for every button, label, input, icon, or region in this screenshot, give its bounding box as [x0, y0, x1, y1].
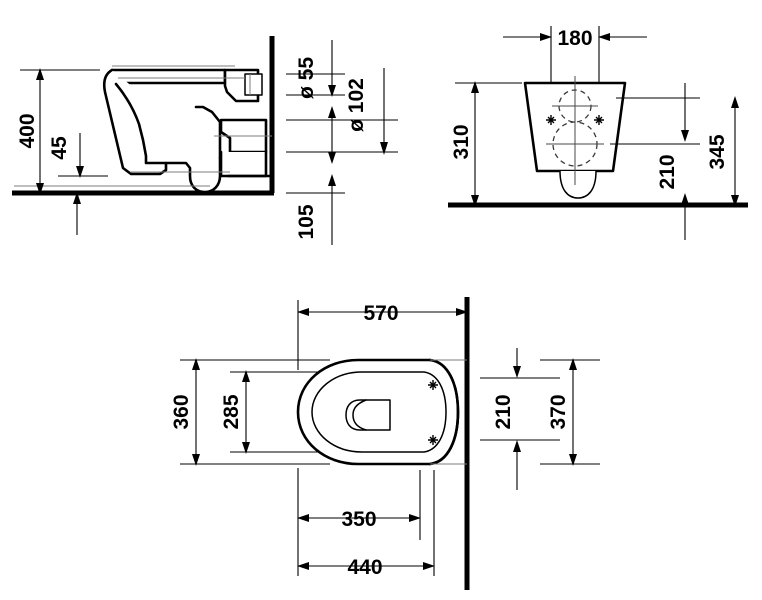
dimension-front-210: 210: [610, 83, 700, 240]
arrow-370-down: [569, 454, 577, 466]
dimension-side-45: 45: [48, 133, 108, 178]
view-side-elevation: 400 45 ø 55 ø 102: [12, 36, 398, 245]
dimension-front-345: 345: [706, 96, 739, 207]
dim-label-front-210: 210: [656, 154, 679, 189]
dimension-front-310: 310: [450, 81, 522, 207]
arrow-210-down: [681, 130, 689, 142]
arrow-400-up: [36, 68, 44, 80]
plan-bowl-wall-arc: [428, 358, 460, 466]
plan-flush-curve: [352, 399, 367, 431]
arrow-180-left: [540, 33, 552, 41]
arrow-345-up: [731, 96, 739, 108]
view-front-elevation: 180 310 210 345: [448, 26, 748, 240]
view-plan: 570 360 285 210: [170, 297, 600, 590]
dim-label-plan-210: 210: [492, 394, 515, 429]
side-trap-upper: [194, 105, 222, 160]
arrow-350-left: [297, 514, 309, 522]
side-seat-slab: [110, 68, 227, 85]
plan-flush-opening: [345, 399, 391, 431]
dim-label-side-400: 400: [16, 113, 39, 148]
dimension-plan-440: 440: [297, 470, 435, 579]
arrow-360-up: [192, 358, 200, 370]
side-toilet-outline: [14, 65, 274, 194]
dimension-plan-350: 350: [297, 468, 421, 540]
dim-label-side-d55: ø 55: [295, 57, 318, 99]
dim-label-plan-570: 570: [363, 302, 398, 325]
dimension-side-400: 400: [16, 68, 100, 195]
dim-label-front-345: 345: [706, 134, 729, 169]
dim-label-side-105: 105: [295, 204, 318, 239]
arrow-outlet-up: [328, 106, 336, 118]
front-fixing-mark-left: [546, 115, 556, 125]
arrow-180-right: [598, 33, 610, 41]
front-inlet-hole: [552, 89, 598, 123]
cross-icon-right-diag: [595, 116, 603, 124]
front-outlet-nub: [559, 170, 597, 199]
arrow-570-right: [456, 308, 468, 316]
cross-icon-plan-bottom-diag: [429, 436, 437, 444]
side-floor-marker: [73, 192, 81, 235]
dimension-plan-360: 360: [170, 358, 330, 466]
dimension-plan-570: 570: [297, 300, 468, 370]
arrow-310-up: [471, 81, 479, 93]
plan-fixing-mark-top: [428, 380, 438, 390]
arrow-floor-marker: [73, 192, 81, 204]
arrow-285-up: [242, 370, 250, 382]
dimension-plan-285: 285: [220, 370, 320, 454]
arrow-d55: [328, 85, 336, 97]
dim-label-plan-370: 370: [547, 394, 570, 429]
front-fixing-mark-right: [594, 115, 604, 125]
dimension-plan-210: 210: [480, 348, 560, 490]
cross-icon-left-diag: [547, 116, 555, 124]
arrow-345-down: [731, 195, 739, 207]
side-bowl-outer: [102, 68, 222, 194]
cross-icon-plan-top-diag: [429, 381, 437, 389]
arrow-210p-up: [513, 440, 521, 452]
dim-label-plan-360: 360: [170, 394, 193, 429]
dimension-side-105: 105: [286, 174, 345, 245]
arrow-285-down: [242, 442, 250, 454]
dimension-plan-370: 370: [540, 358, 600, 466]
arrow-outlet-down: [328, 152, 336, 164]
arrow-310-down: [471, 195, 479, 207]
front-outlet-hole: [546, 121, 604, 167]
dim-label-front-180: 180: [557, 27, 592, 50]
dim-label-front-310: 310: [450, 124, 473, 159]
arrow-210-up: [681, 193, 689, 205]
arrow-370-up: [569, 358, 577, 370]
dim-label-plan-350: 350: [341, 508, 376, 531]
dim-label-plan-285: 285: [220, 394, 243, 429]
arrow-45-down: [76, 166, 84, 178]
side-inlet-spigot: [244, 73, 263, 96]
arrow-440-left: [297, 562, 309, 570]
dim-label-side-45: 45: [48, 136, 71, 160]
arrow-d102: [380, 142, 388, 155]
arrow-440-right: [423, 562, 435, 570]
dim-label-side-d102: ø 102: [345, 78, 368, 132]
arrow-210p-down: [513, 366, 521, 378]
arrow-350-right: [409, 514, 421, 522]
side-bowl-inner: [114, 82, 168, 165]
dimension-side-d55: ø 55: [286, 40, 345, 99]
arrow-570-left: [297, 308, 309, 316]
dimension-side-outlet-height: [328, 106, 336, 164]
plan-fixing-mark-bottom: [428, 435, 438, 445]
dimension-front-180: 180: [503, 26, 647, 82]
dim-label-plan-440: 440: [347, 556, 382, 579]
arrow-400-down: [36, 183, 44, 195]
arrow-360-down: [192, 454, 200, 466]
dimension-side-d102: ø 102: [286, 68, 398, 155]
arrow-105-up: [328, 174, 336, 186]
